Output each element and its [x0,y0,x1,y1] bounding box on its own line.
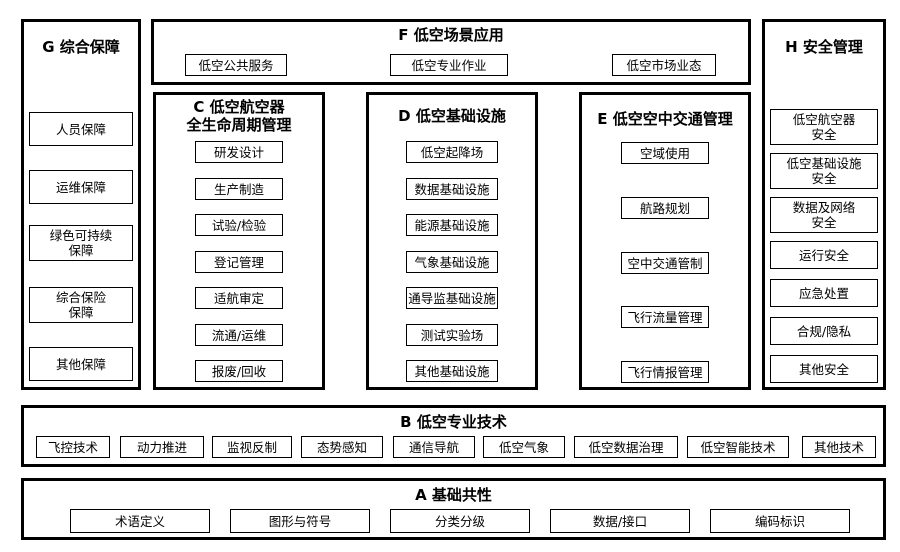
d-item-data-infra: 数据基础设施 [406,178,498,200]
h-item-aircraft-safety: 低空航空器 安全 [770,109,878,145]
b-item-other-tech: 其他技术 [802,436,876,458]
panel-c-aircraft-lifecycle: C 低空航空器 全生命周期管理 研发设计 生产制造 试验/检验 登记管理 适航审… [153,92,325,390]
g-item-insurance: 综合保险 保障 [29,287,133,323]
c-item-airworthiness: 适航审定 [195,287,283,309]
a-item-graphics-symbols: 图形与符号 [230,509,370,533]
panel-a-fundamentals: A 基础共性 术语定义 图形与符号 分类分级 数据/接口 编码标识 [21,478,886,540]
b-item-comm-navigation: 通信导航 [393,436,475,458]
h-item-infrastructure-safety: 低空基础设施 安全 [770,153,878,189]
b-item-surveillance: 监视反制 [212,436,292,458]
d-item-cns-infra: 通导监基础设施 [406,287,498,309]
h-item-operation-safety: 运行安全 [770,241,878,269]
panel-d-title: D 低空基础设施 [398,107,506,125]
d-item-weather-infra: 气象基础设施 [406,251,498,273]
g-item-maintenance: 运维保障 [29,170,133,204]
panel-b-title: B 低空专业技术 [400,413,507,431]
h-item-data-network-safety: 数据及网络 安全 [770,197,878,233]
panel-g-comprehensive-support: G 综合保障 人员保障 运维保障 绿色可持续 保障 综合保险 保障 其他保障 [21,19,141,390]
b-item-situation-awareness: 态势感知 [301,436,383,458]
e-item-flight-info: 飞行情报管理 [621,361,709,383]
panel-d-infrastructure: D 低空基础设施 低空起降场 数据基础设施 能源基础设施 气象基础设施 通导监基… [366,92,538,390]
h-item-emergency: 应急处置 [770,279,878,307]
b-item-propulsion: 动力推进 [120,436,204,458]
a-item-data-interface: 数据/接口 [550,509,690,533]
a-item-terminology: 术语定义 [70,509,210,533]
panel-h-title: H 安全管理 [785,38,863,56]
panel-h-safety-management: H 安全管理 低空航空器 安全 低空基础设施 安全 数据及网络 安全 运行安全 … [762,19,886,390]
d-item-test-site: 测试实验场 [406,324,498,346]
panel-f-title: F 低空场景应用 [398,26,504,44]
c-item-rnd: 研发设计 [195,141,283,163]
f-item-public-services: 低空公共服务 [185,54,287,76]
b-item-flight-control: 飞控技术 [36,436,110,458]
panel-c-title-line2: 全生命周期管理 [186,116,292,134]
panel-f-scenario-applications: F 低空场景应用 低空公共服务 低空专业作业 低空市场业态 [151,19,751,85]
c-item-manufacturing: 生产制造 [195,178,283,200]
a-item-classification: 分类分级 [390,509,530,533]
c-item-circulation: 流通/运维 [195,324,283,346]
h-item-other-safety: 其他安全 [770,355,878,383]
panel-e-air-traffic-management: E 低空空中交通管理 空域使用 航路规划 空中交通管制 飞行流量管理 飞行情报管… [579,92,751,390]
g-item-personnel: 人员保障 [29,112,133,146]
e-item-airspace-use: 空域使用 [621,142,709,164]
e-item-atc: 空中交通管制 [621,252,709,274]
d-item-landing-site: 低空起降场 [406,141,498,163]
a-item-coding-identification: 编码标识 [710,509,850,533]
f-item-market-formats: 低空市场业态 [612,54,716,76]
c-item-testing: 试验/检验 [195,214,283,236]
e-item-route-planning: 航路规划 [621,197,709,219]
panel-c-title-line1: C 低空航空器 [193,98,285,116]
panel-a-title: A 基础共性 [415,486,492,504]
e-item-flow-management: 飞行流量管理 [621,306,709,328]
c-item-disposal: 报废/回收 [195,360,283,382]
g-item-green: 绿色可持续 保障 [29,225,133,261]
f-item-professional-ops: 低空专业作业 [390,54,508,76]
d-item-other-infra: 其他基础设施 [406,360,498,382]
b-item-intelligent-tech: 低空智能技术 [687,436,789,458]
b-item-data-governance: 低空数据治理 [574,436,678,458]
b-item-weather: 低空气象 [483,436,565,458]
panel-e-title: E 低空空中交通管理 [597,110,733,128]
h-item-compliance-privacy: 合规/隐私 [770,317,878,345]
panel-b-professional-technology: B 低空专业技术 飞控技术 动力推进 监视反制 态势感知 通信导航 低空气象 低… [21,405,886,467]
panel-g-title: G 综合保障 [42,38,120,56]
c-item-registration: 登记管理 [195,251,283,273]
g-item-other: 其他保障 [29,347,133,381]
d-item-energy-infra: 能源基础设施 [406,214,498,236]
